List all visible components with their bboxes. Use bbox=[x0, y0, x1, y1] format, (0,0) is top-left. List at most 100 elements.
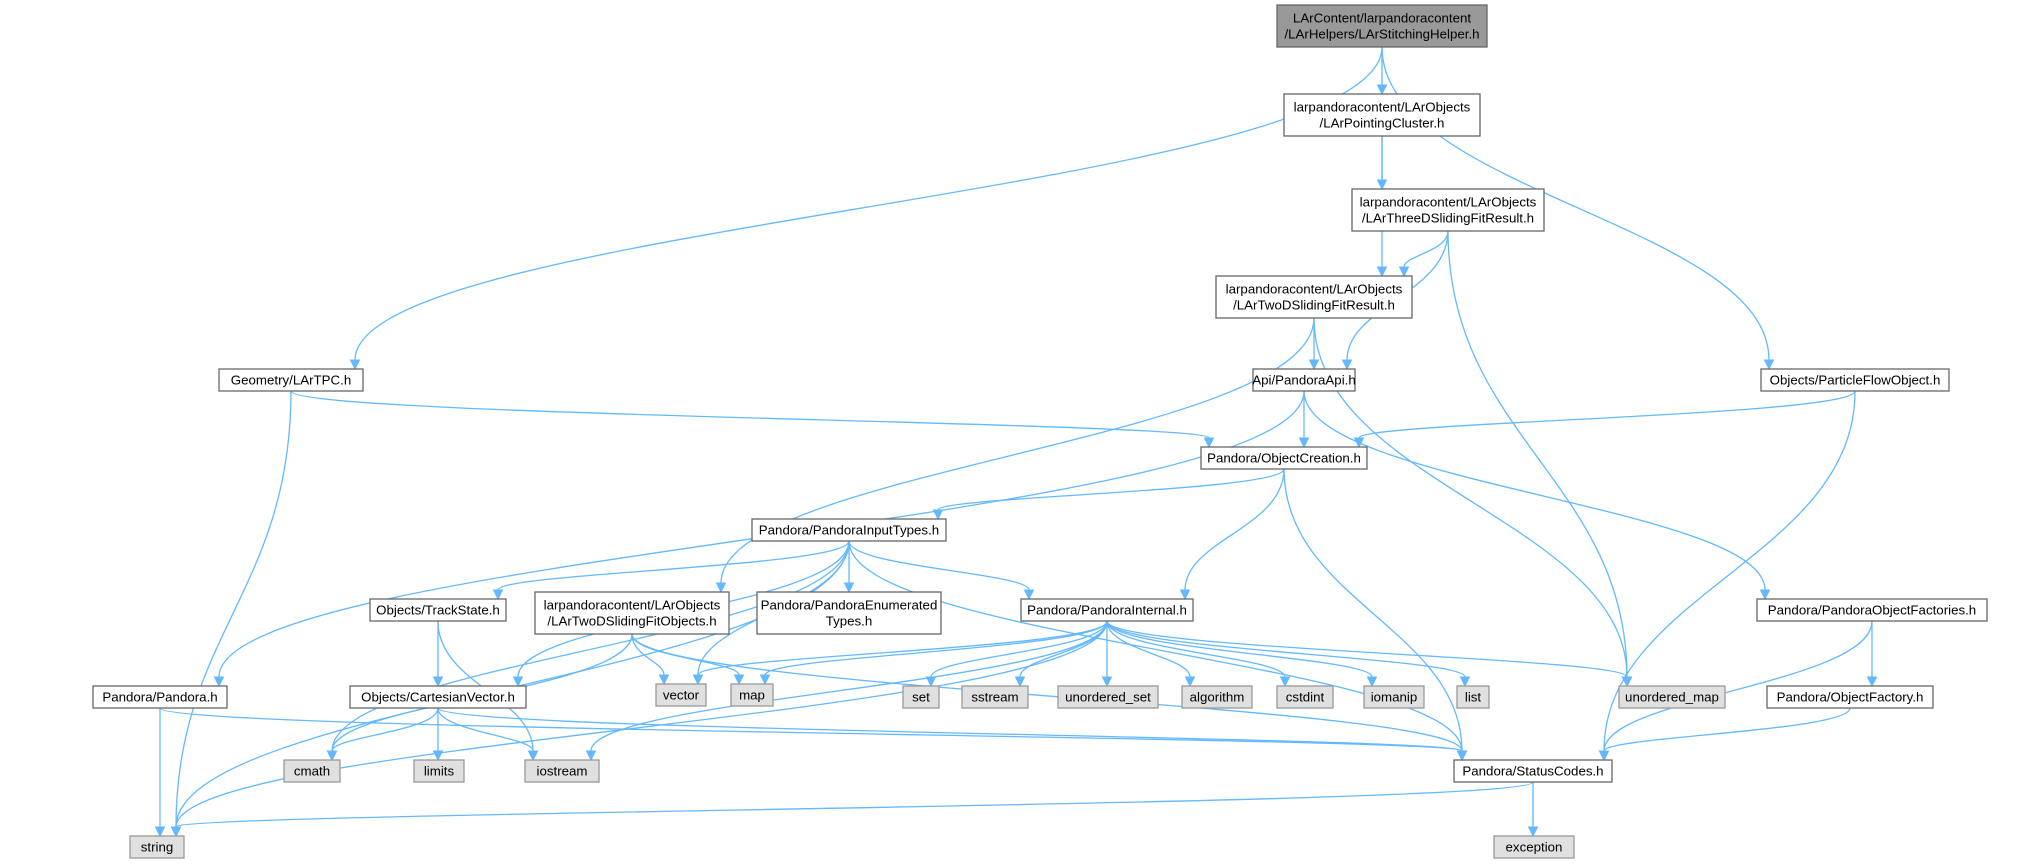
edge-arrowhead bbox=[213, 676, 225, 688]
edge-arrowhead bbox=[1759, 589, 1771, 601]
edge-three-to-twofit bbox=[1398, 230, 1449, 278]
node-larpandoracontent-larobjects-larthreedslidingfitresult-h[interactable]: larpandoracontent/LArObjects/LArThreeDSl… bbox=[1351, 188, 1545, 232]
edge-line bbox=[697, 620, 1108, 676]
node-label: Pandora/PandoraObjectFactories.h bbox=[1768, 603, 1976, 618]
edge-arrowhead bbox=[492, 589, 504, 601]
node-larpandoracontent-larobjects-lartwodslidingfitresult-h[interactable]: larpandoracontent/LArObjects/LArTwoDSlid… bbox=[1215, 275, 1413, 319]
edge-internal-to-set bbox=[925, 620, 1108, 688]
edge-line bbox=[1106, 620, 1466, 678]
edge-line bbox=[331, 540, 850, 752]
edge-internal-to-vector bbox=[692, 620, 1108, 686]
node-pandora-pandorainputtypes-h[interactable]: Pandora/PandoraInputTypes.h bbox=[751, 518, 947, 542]
edge-status-to-string bbox=[170, 781, 1534, 838]
node-objects-trackstate-h[interactable]: Objects/TrackState.h bbox=[369, 598, 507, 622]
edge-line bbox=[1106, 620, 1286, 678]
node-label: Objects/TrackState.h bbox=[376, 603, 500, 618]
node-larpandoracontent-larobjects-lartwodslidingfitobjects-h[interactable]: larpandoracontent/LArObjects/LArTwoDSlid… bbox=[534, 591, 730, 635]
edge-internal-to-algorithm bbox=[1106, 620, 1196, 688]
edge-arrowhead bbox=[1308, 359, 1320, 371]
edge-arrowhead bbox=[512, 676, 524, 688]
node-label: /LArTwoDSlidingFitObjects.h bbox=[547, 614, 716, 629]
edge-internal-to-map bbox=[759, 620, 1108, 686]
edge-pfo-to-objcreate bbox=[1353, 390, 1856, 449]
edge-arrowhead bbox=[1353, 437, 1365, 449]
edge-line bbox=[1403, 230, 1449, 268]
node-box bbox=[1363, 685, 1425, 709]
node-objects-cartesianvector-h[interactable]: Objects/CartesianVector.h bbox=[349, 685, 527, 709]
node-label: cstdint bbox=[1286, 690, 1325, 705]
node-map: map bbox=[730, 683, 774, 707]
node-iomanip: iomanip bbox=[1363, 685, 1425, 709]
edge-pandora-to-status bbox=[159, 707, 1468, 762]
edge-line bbox=[1303, 390, 1766, 591]
node-objects-particleflowobject-h[interactable]: Objects/ParticleFlowObject.h bbox=[1760, 368, 1950, 392]
edge-line bbox=[1603, 707, 1851, 752]
node-label: Api/PandoraApi.h bbox=[1252, 373, 1356, 388]
node-pandora-pandora-h[interactable]: Pandora/Pandora.h bbox=[92, 685, 228, 709]
edge-line bbox=[930, 620, 1108, 678]
node-label: iostream bbox=[537, 764, 588, 779]
node-label: larpandoracontent/LArObjects bbox=[1226, 282, 1403, 297]
node-set: set bbox=[902, 685, 940, 709]
edge-arrowhead bbox=[1459, 676, 1471, 688]
edge-line bbox=[1106, 620, 1373, 678]
edge-arrowhead bbox=[1398, 266, 1410, 278]
edge-arrowhead bbox=[326, 750, 338, 762]
node-box bbox=[283, 759, 341, 783]
edge-arrowhead bbox=[1279, 676, 1291, 688]
node-api-pandoraapi-h[interactable]: Api/PandoraApi.h bbox=[1252, 368, 1356, 392]
edge-track-to-cart bbox=[432, 620, 444, 688]
edge-arrowhead bbox=[715, 582, 727, 594]
edge-arrowhead bbox=[1023, 589, 1035, 601]
edge-line bbox=[175, 390, 292, 828]
node-pandora-pandoraobjectfactories-h[interactable]: Pandora/PandoraObjectFactories.h bbox=[1756, 598, 1988, 622]
edge-arrowhead bbox=[154, 826, 166, 838]
node-box bbox=[129, 835, 185, 859]
edge-line bbox=[848, 540, 1463, 752]
edge-arrowhead bbox=[1763, 359, 1775, 371]
edge-line bbox=[937, 468, 1285, 511]
edge-line bbox=[497, 540, 850, 591]
node-string: string bbox=[129, 835, 185, 859]
node-label: Geometry/LArTPC.h bbox=[231, 373, 351, 388]
edge-arrowhead bbox=[1376, 84, 1388, 96]
node-pandora-statuscodes-h[interactable]: Pandora/StatusCodes.h bbox=[1453, 759, 1613, 783]
edge-twofit-to-umap bbox=[1313, 317, 1633, 688]
edge-status-to-exception bbox=[1527, 782, 1539, 838]
node-box bbox=[1276, 4, 1488, 48]
edges-layer bbox=[154, 46, 1878, 838]
node-label: set bbox=[912, 690, 930, 705]
node-box bbox=[1766, 685, 1934, 709]
edge-internal-to-umap bbox=[1106, 620, 1633, 688]
node-geometry-lartpc-h[interactable]: Geometry/LArTPC.h bbox=[218, 368, 364, 392]
node-pandora-objectfactory-h[interactable]: Pandora/ObjectFactory.h bbox=[1766, 685, 1934, 709]
node-label: Objects/ParticleFlowObject.h bbox=[1770, 373, 1941, 388]
edge-input-to-enum bbox=[843, 540, 855, 594]
node-label: larpandoracontent/LArObjects bbox=[544, 598, 721, 613]
edge-line bbox=[1358, 390, 1856, 439]
node-larpandoracontent-larobjects-larpointingcluster-h[interactable]: larpandoracontent/LArObjects/LArPointing… bbox=[1283, 93, 1481, 137]
edge-factories-to-factory bbox=[1866, 621, 1878, 688]
node-box bbox=[1252, 368, 1356, 392]
edge-line bbox=[848, 540, 1030, 591]
node-label: exception bbox=[1506, 840, 1563, 855]
edge-line bbox=[175, 781, 1534, 828]
node-box bbox=[751, 518, 947, 542]
node-label: vector bbox=[663, 688, 700, 703]
node-vector: vector bbox=[655, 683, 707, 707]
node-label: unordered_set bbox=[1065, 690, 1151, 705]
edge-arrowhead bbox=[759, 674, 771, 686]
node-exception: exception bbox=[1493, 835, 1575, 859]
node-pandora-pandorainternal-h[interactable]: Pandora/PandoraInternal.h bbox=[1020, 598, 1194, 622]
node-pandora-objectcreation-h[interactable]: Pandora/ObjectCreation.h bbox=[1200, 446, 1368, 470]
edge-internal-to-uset bbox=[1101, 621, 1113, 688]
node-label: Pandora/PandoraInternal.h bbox=[1027, 603, 1187, 618]
node-label: limits bbox=[424, 764, 455, 779]
edge-line bbox=[1283, 468, 1463, 752]
edge-arrowhead bbox=[432, 750, 444, 762]
edge-arrowhead bbox=[658, 674, 670, 686]
node-box bbox=[756, 591, 942, 635]
node-box bbox=[1618, 685, 1726, 709]
edge-arrowhead bbox=[1527, 826, 1539, 838]
